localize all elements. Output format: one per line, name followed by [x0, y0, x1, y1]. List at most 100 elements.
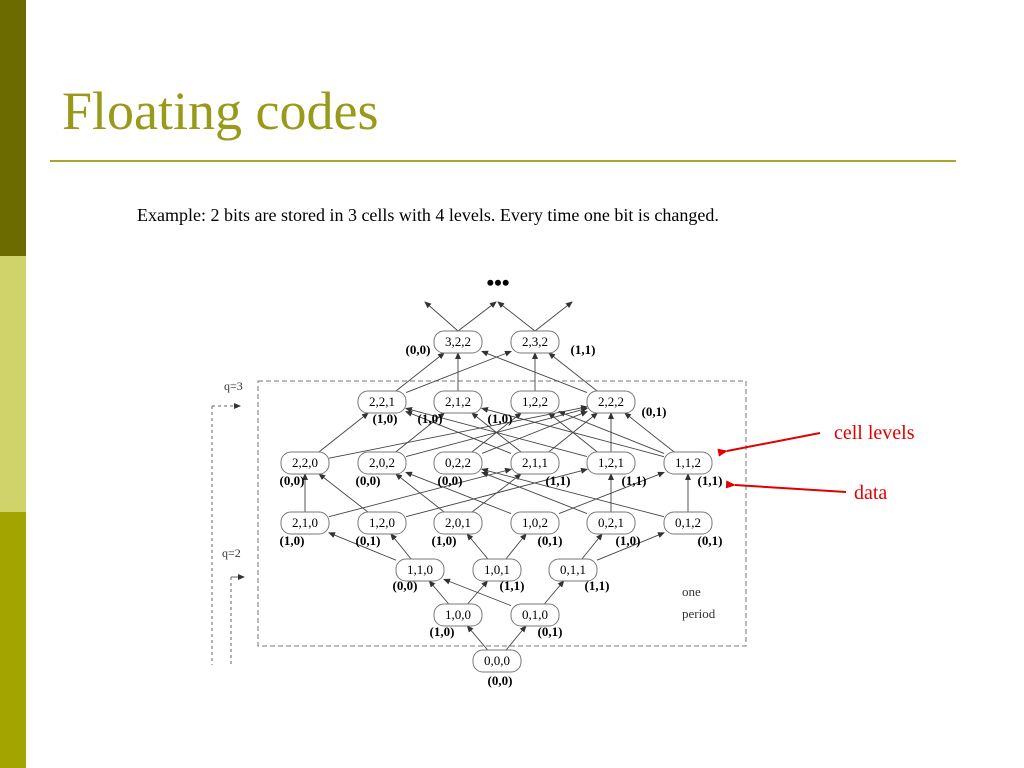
edge-100-110: [428, 580, 450, 605]
state-node-220: 2,2,0 (0,0): [280, 451, 330, 488]
state-node-112: 1,1,2(1,1): [663, 451, 722, 488]
cell-levels-text: 2,0,1: [445, 515, 471, 530]
data-value-text: (0,0): [393, 578, 418, 593]
state-node-202: 2,0,2(0,0): [356, 451, 407, 488]
node-box: [280, 451, 330, 475]
node-box: [357, 511, 407, 535]
edge-102-202: [405, 471, 512, 515]
edge-012-022: [481, 467, 665, 518]
edge-112-122: [558, 411, 665, 454]
node-box: [510, 330, 560, 354]
edge-000-100: [466, 625, 489, 651]
edge-222-232: [548, 352, 598, 392]
node-box: [663, 511, 713, 535]
cell-levels-text: 2,1,1: [522, 455, 548, 470]
state-node-102: 1,0,2(0,1): [510, 511, 562, 548]
transition-edges: [302, 301, 691, 651]
cell-levels-text: 2,2,0: [292, 455, 318, 470]
state-node-232: 2,3,2 (1,1): [510, 330, 596, 357]
data-arrow: [725, 480, 847, 493]
cell-levels-text: 3,2,2: [445, 334, 471, 349]
cell-levels-text: 0,1,1: [560, 562, 586, 577]
node-box: [395, 558, 445, 582]
cell-levels-text: 1,2,2: [522, 394, 548, 409]
edge-out-3: [534, 301, 573, 332]
state-nodes: 1,0,0(1,0)1,0,1(1,1)1,0,2(0,1)1,1,0(0,0)…: [280, 330, 723, 688]
edge-102-112: [558, 471, 665, 515]
node-box: [510, 451, 560, 475]
cell-levels-text: 0,1,0: [522, 607, 548, 622]
node-box: [433, 451, 483, 475]
edge-101-102: [505, 533, 527, 560]
state-node-122: 1,2,2 (1,0): [488, 390, 560, 426]
edge-222-322: [481, 350, 588, 394]
data-value-text: (0,1): [356, 533, 381, 548]
data-value-text: (1,0): [430, 624, 455, 639]
data-value-text: (1,1): [571, 342, 596, 357]
q3-label: q=3: [224, 379, 243, 393]
cell-levels-text: 0,1,2: [675, 515, 701, 530]
node-box: [663, 451, 713, 475]
node-box: [586, 390, 636, 414]
node-box: [433, 511, 483, 535]
edge-021-022: [481, 471, 588, 515]
edge-221-322: [395, 352, 445, 392]
node-box: [472, 558, 522, 582]
data-value-text: (1,1): [500, 578, 525, 593]
state-node-210: 2,1,0 (1,0): [280, 511, 330, 548]
cell-levels-arrow: [717, 432, 821, 457]
node-box: [472, 649, 522, 673]
state-node-212: 2,1,2(1,0): [418, 390, 483, 426]
edge-101-201: [466, 533, 489, 560]
data-value-text: (1,0): [280, 533, 305, 548]
q-bracket: [211, 403, 245, 665]
sidebar-segment-bottom: [0, 512, 26, 768]
state-node-222: 2,2,2(0,1): [586, 390, 667, 419]
data-value-text: (1,1): [546, 473, 571, 488]
edge-220-221: [318, 412, 369, 453]
data-value-text: (0,0): [406, 342, 431, 357]
state-node-201: 2,0,1(1,0): [432, 511, 483, 548]
edge-120-220: [318, 473, 369, 513]
sidebar-decoration: [0, 0, 26, 768]
edge-221-232: [405, 350, 512, 394]
data-value-text: (0,0): [488, 673, 513, 688]
cell-levels-text: 1,0,1: [484, 562, 510, 577]
slide-title: Floating codes: [62, 81, 379, 141]
state-node-121: 1,2,1 (1,1): [586, 451, 647, 488]
data-value-text: (0,1): [642, 404, 667, 419]
title-underline: [50, 160, 956, 162]
state-node-211: 2,1,1 (1,1): [510, 451, 571, 488]
edge-010-110: [443, 578, 512, 607]
node-box: [357, 451, 407, 475]
data-value-text: (1,0): [616, 533, 641, 548]
node-box: [280, 511, 330, 535]
node-box: [510, 603, 560, 627]
edge-202-222: [405, 407, 588, 458]
data-value-text: (1,1): [622, 473, 647, 488]
edge-110-120: [390, 533, 412, 560]
cell-levels-text: 1,0,2: [522, 515, 548, 530]
state-node-322: 3,2,2 (0,0): [406, 330, 483, 357]
data-value-text: (1,0): [488, 411, 513, 426]
data-value-text: (0,1): [698, 533, 723, 548]
node-box: [548, 558, 598, 582]
cell-levels-text: 2,1,0: [292, 515, 318, 530]
period-label-one: one: [682, 584, 701, 599]
data-value-text: (1,0): [418, 411, 443, 426]
cell-levels-text: 2,3,2: [522, 334, 548, 349]
cell-levels-text: 2,2,1: [369, 394, 395, 409]
data-value-text: (0,0): [280, 473, 305, 488]
state-node-010: 0,1,0(0,1): [510, 603, 562, 639]
edge-010-011: [543, 580, 565, 605]
data-value-text: (0,0): [438, 473, 463, 488]
state-node-101: 1,0,1(1,1): [472, 558, 525, 593]
cell-levels-text: 0,2,1: [598, 515, 624, 530]
edge-210-211: [328, 467, 512, 518]
node-box: [586, 511, 636, 535]
edge-out-1: [457, 301, 497, 332]
state-node-021: 0,2,1 (1,0): [586, 511, 641, 548]
cell-levels-text: 1,2,1: [598, 455, 624, 470]
node-box: [433, 603, 483, 627]
